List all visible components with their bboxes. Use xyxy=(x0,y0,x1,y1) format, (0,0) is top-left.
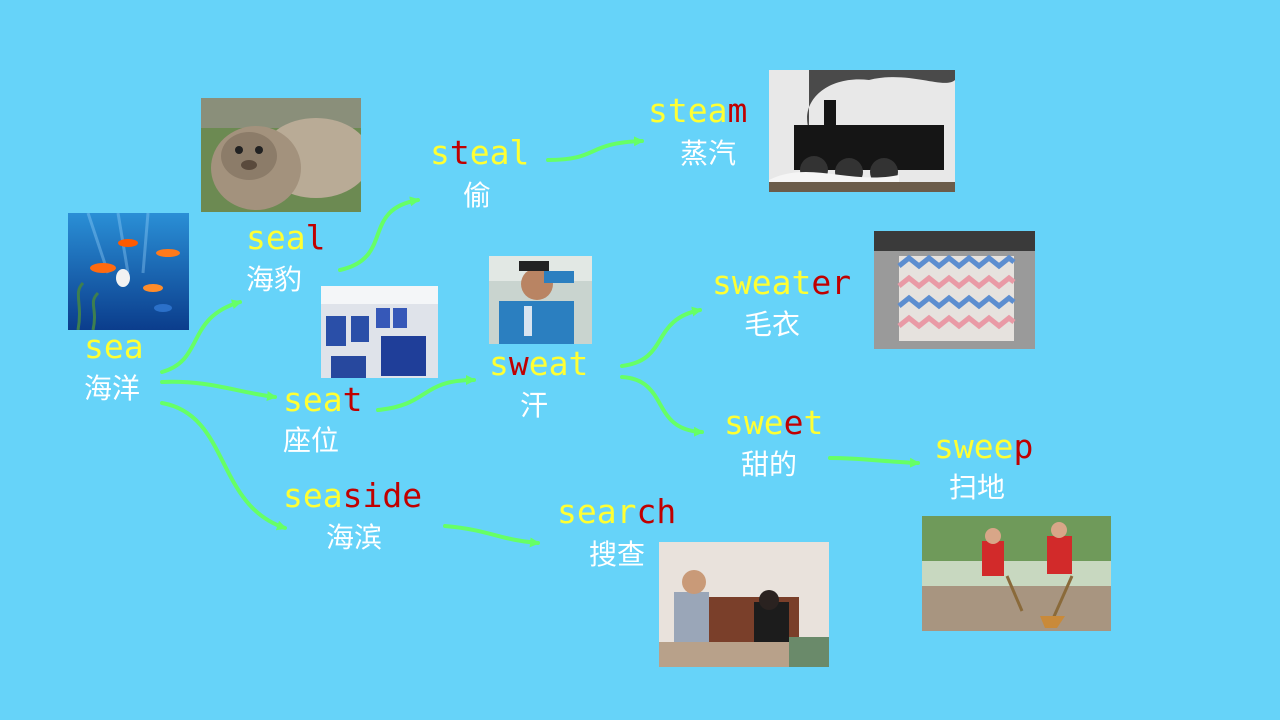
police-search-picture xyxy=(659,542,829,667)
word-steal: steal xyxy=(430,134,529,172)
steam-locomotive-picture xyxy=(769,70,955,192)
word-sweep: sweep xyxy=(934,428,1033,466)
airplane-seats-picture xyxy=(321,286,438,378)
sweater-letters-kept: sweat xyxy=(712,263,812,302)
arrow-seaside-to-search xyxy=(443,524,540,548)
arrow-sweat-to-sweater xyxy=(620,306,702,368)
arrow-steal-to-steam xyxy=(546,136,644,162)
word-sweet: sweet xyxy=(724,404,823,442)
word-seaside: seaside xyxy=(283,477,422,515)
sweep-letters-kept: swee xyxy=(934,427,1014,466)
translation-steam: 蒸汽 xyxy=(680,137,737,170)
word-sweater: sweater xyxy=(712,264,851,302)
word-sea: sea xyxy=(84,328,144,366)
word-steam: steam xyxy=(648,92,747,130)
translation-search: 搜查 xyxy=(589,538,646,571)
sweat-letters-kept: eat xyxy=(528,344,589,383)
seat-letters-changed: t xyxy=(342,380,363,419)
steal-letters-changed: t xyxy=(449,133,470,172)
sweet-letters-changed: e xyxy=(783,403,804,442)
arrow-sweet-to-sweep xyxy=(828,456,920,468)
sweep-letters-changed: p xyxy=(1013,427,1034,466)
sweating-man-picture xyxy=(489,256,592,344)
translation-seat: 座位 xyxy=(283,424,340,457)
translation-seal: 海豹 xyxy=(246,263,303,296)
sweet-letters-kept: swe xyxy=(724,403,784,442)
arrow-seat-to-sweat xyxy=(376,375,476,412)
steal-letters-kept: eal xyxy=(469,133,530,172)
translation-sweat: 汗 xyxy=(520,389,549,422)
arrow-sweat-to-sweet xyxy=(620,375,704,437)
translation-sweep: 扫地 xyxy=(949,471,1006,504)
arrow-sea-to-seat xyxy=(160,379,277,401)
arrow-sea-to-seaside xyxy=(160,401,287,531)
word-search: search xyxy=(557,493,676,531)
fish-under-sea-picture xyxy=(68,213,189,330)
translation-sweet: 甜的 xyxy=(741,448,798,481)
steam-letters-changed: m xyxy=(727,91,748,130)
seaside-letters-kept: sea xyxy=(283,476,343,515)
translation-steal: 偷 xyxy=(463,179,492,212)
sweat-letters-kept: s xyxy=(489,344,509,383)
word-sweat: sweat xyxy=(489,345,588,383)
seal-picture xyxy=(201,98,361,212)
translation-seaside: 海滨 xyxy=(326,521,383,554)
word-seat: seat xyxy=(283,381,362,419)
seal-letters-kept: sea xyxy=(246,218,306,257)
sweeping-street-picture xyxy=(922,516,1111,631)
seaside-letters-changed: side xyxy=(342,476,423,515)
sweat-letters-changed: w xyxy=(508,344,529,383)
seal-letters-changed: l xyxy=(305,218,326,257)
sweet-letters-kept: t xyxy=(803,403,824,442)
translation-sweater: 毛衣 xyxy=(744,308,801,341)
search-letters-kept: sear xyxy=(557,492,637,531)
knitted-sweater-picture xyxy=(874,231,1035,349)
seat-letters-kept: sea xyxy=(283,380,343,419)
steam-letters-kept: stea xyxy=(648,91,728,130)
search-letters-changed: ch xyxy=(636,492,677,531)
translation-sea: 海洋 xyxy=(84,372,141,405)
sea-letters-kept: sea xyxy=(84,327,144,366)
steal-letters-kept: s xyxy=(430,133,450,172)
word-seal: seal xyxy=(246,219,325,257)
sweater-letters-changed: er xyxy=(811,263,852,302)
